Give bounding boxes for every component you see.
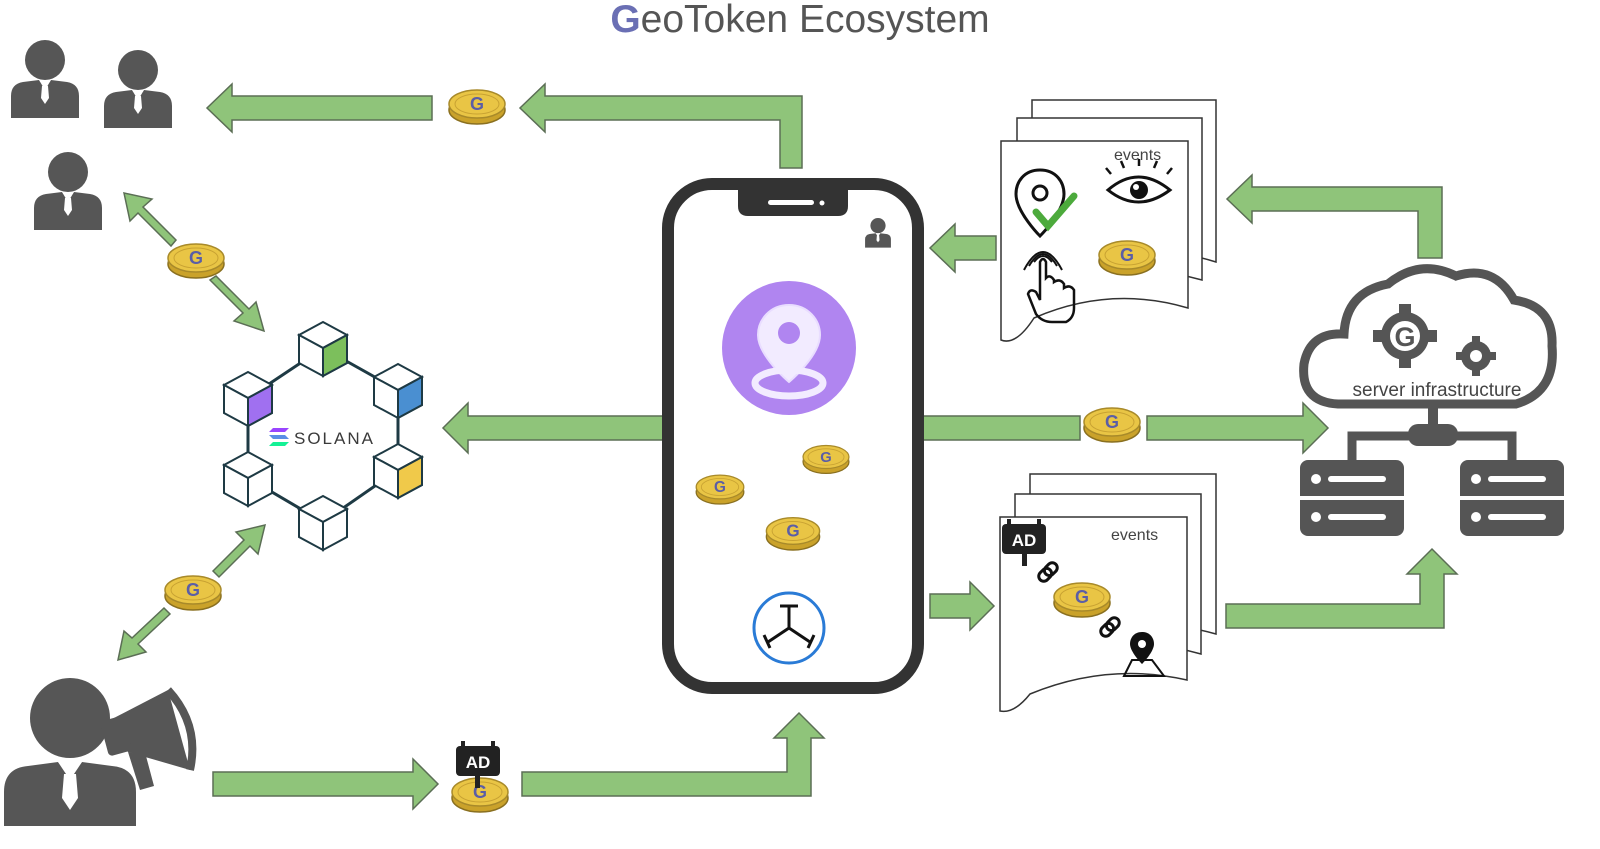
- gear-g-icon: G: [1373, 304, 1437, 368]
- block-cube-lower-left: [223, 451, 273, 507]
- arrow-phone-to-solana: [441, 401, 666, 455]
- arrow-server-to-events-top: [1225, 173, 1443, 259]
- user-icon-1: [11, 40, 79, 118]
- svg-text:G: G: [1394, 322, 1415, 352]
- coin-icon-top: [448, 89, 506, 125]
- tripod-logo-icon: [752, 591, 826, 665]
- block-cube-upper-right: [373, 363, 423, 420]
- solana-label: SOLANA: [294, 429, 375, 448]
- map-pin-icon: [1122, 632, 1166, 677]
- smartphone: [662, 178, 924, 694]
- arrow-events-to-phone: [928, 222, 997, 274]
- coin-icon-events-bottom: [1053, 582, 1111, 618]
- server-infrastructure-label: server infrastructure: [1353, 380, 1522, 401]
- arrow-coin-to-users: [205, 82, 433, 134]
- arrow-solana-to-user: [123, 192, 178, 248]
- page-title: GeoToken Ecosystem: [0, 0, 1600, 42]
- chain-link-icon-2: [1099, 616, 1121, 638]
- block-cube-lower-right: [373, 443, 423, 500]
- arrow-advertiser-to-solana: [211, 523, 267, 579]
- location-check-icon: [1014, 168, 1078, 239]
- block-cube-bottom: [298, 495, 348, 551]
- coin-icon-phone-3: [765, 516, 821, 551]
- events-top-label: events: [1114, 147, 1161, 164]
- ad-badge-events-label: AD: [1012, 531, 1037, 550]
- solana-logo-icon: [269, 428, 289, 446]
- ad-badge-events-icon: [1002, 519, 1046, 566]
- megaphone-icon: [100, 687, 197, 790]
- title-logo-letter: G: [610, 0, 641, 41]
- touch-gesture-icon: [1023, 251, 1076, 324]
- advertiser-icon: [4, 678, 136, 826]
- arrow-advertiser-to-ad: [212, 757, 440, 811]
- arrow-user-to-solana: [208, 275, 266, 333]
- events-document-bottom: events AD: [999, 473, 1217, 713]
- coin-icon-left-lower: [164, 575, 222, 611]
- block-cube-top: [298, 321, 348, 378]
- server-infrastructure: G server infrastructure: [1299, 264, 1564, 536]
- block-cube-upper-left: [223, 371, 273, 428]
- title-text: eoToken Ecosystem: [640, 0, 990, 41]
- arrow-phone-to-coin-right: [919, 415, 1081, 441]
- arrow-coin-to-server: [1146, 401, 1330, 455]
- coin-icon-left-upper: [167, 243, 225, 279]
- ad-badge-bottom-label: AD: [466, 753, 491, 772]
- gear-icon: [1456, 336, 1496, 376]
- solana-network-diagram: SOLANA: [223, 321, 423, 551]
- arrow-phone-to-events-bottom: [929, 580, 996, 632]
- coin-icon-events-top: [1098, 240, 1156, 276]
- coin-icon-phone-1: [802, 444, 850, 475]
- arrow-solana-to-advertiser: [117, 606, 172, 662]
- coin-icon-phone-2: [695, 474, 745, 505]
- arrow-ad-to-phone: [521, 711, 826, 797]
- chain-link-icon-1: [1037, 561, 1059, 583]
- app-location-logo: [722, 281, 856, 415]
- user-icon-3: [34, 152, 102, 230]
- user-icon-2: [104, 50, 172, 128]
- eye-icon: [1105, 159, 1173, 204]
- events-bottom-label: events: [1111, 527, 1158, 544]
- server-rack-icon-right: [1460, 460, 1564, 536]
- arrow-events-bottom-to-server: [1225, 547, 1459, 629]
- events-document-top: events: [1000, 99, 1217, 342]
- arrow-phone-to-users: [518, 82, 803, 169]
- ad-badge-bottom-icon: [456, 741, 500, 788]
- coin-icon-right-middle: [1083, 407, 1141, 443]
- server-rack-icon-left: [1300, 460, 1404, 536]
